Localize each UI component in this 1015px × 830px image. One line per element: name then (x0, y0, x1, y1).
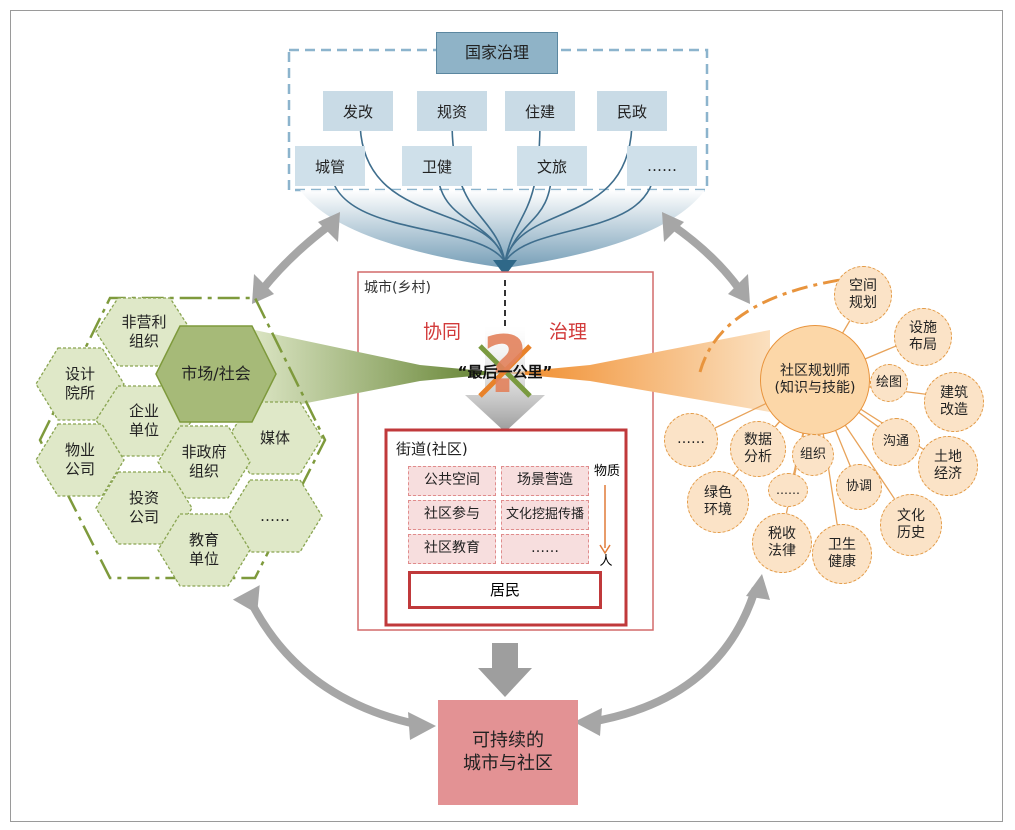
market-center-label: 市场/社会 (181, 364, 251, 383)
hex-property: 物业 公司 (64, 441, 95, 478)
govern-label: 治理 (548, 321, 587, 344)
skill-tax-law: 税收 法律 (752, 513, 812, 573)
last-mile-label: “最后一公里” (457, 362, 553, 381)
market-center-hex (155, 325, 277, 423)
planner-beam (505, 330, 770, 412)
skill-organization: 组织 (792, 434, 834, 476)
hex-ngo: 非政府 组织 (181, 443, 227, 480)
national-title: 国家治理 (436, 32, 558, 74)
skill-green-environment: 绿色 环境 (687, 471, 749, 533)
cycle-arrows (246, 221, 759, 729)
outcome-arrow (478, 643, 532, 697)
dept-fagai: 发改 (323, 91, 393, 131)
city-label: 城市(乡村) (364, 280, 431, 297)
hex-nonprofit: 非营利 组织 (121, 313, 167, 350)
dept-chengguan: 城管 (295, 146, 365, 186)
skill-building-renovation: 建筑 改造 (924, 372, 984, 432)
skill-more-outer: …… (664, 413, 718, 467)
cell-culture-mining: 文化挖掘传播 (501, 500, 589, 530)
question-mark: ? (482, 321, 528, 412)
dept-guizi: 规资 (417, 91, 487, 131)
outcome-box (438, 700, 578, 805)
funnel-fan (300, 190, 705, 268)
dept-wenlv: 文旅 (517, 146, 587, 186)
skill-drawing: 绘图 (870, 364, 908, 402)
skill-culture-history: 文化 历史 (880, 494, 942, 556)
skill-coordination: 协调 (836, 464, 882, 510)
cell-scene-building: 场景营造 (501, 466, 589, 496)
cell-public-space: 公共空间 (408, 466, 496, 496)
hex-enterprise: 企业 单位 (128, 402, 159, 439)
market-hexes (35, 297, 323, 587)
hex-more: …… (260, 506, 290, 525)
skill-land-economy: 土地 经济 (918, 436, 978, 496)
hex-education: 教育 单位 (188, 531, 219, 568)
dept-weijian: 卫健 (402, 146, 472, 186)
market-beam (245, 328, 505, 415)
dept-more: …… (627, 146, 697, 186)
cell-community-education: 社区教育 (408, 534, 496, 564)
scale-bottom-label: 人 (599, 553, 613, 569)
street-title: 街道(社区) (396, 439, 468, 458)
hex-investment: 投资 公司 (128, 489, 159, 526)
hex-media: 媒体 (259, 428, 290, 447)
market-hexagon (38, 296, 327, 580)
hex-design-institute: 设计 院所 (64, 365, 95, 402)
figure-frame (10, 10, 1003, 822)
outcome-label: 可持续的 城市与社区 (463, 730, 553, 774)
cell-community-participation: 社区参与 (408, 500, 496, 530)
dept-zhujian: 住建 (505, 91, 575, 131)
cell-more: …… (501, 534, 589, 564)
dept-minzheng: 民政 (597, 91, 667, 131)
planner-center: 社区规划师 (知识与技能) (760, 325, 870, 435)
skill-spatial-planning: 空间 规划 (834, 266, 892, 324)
skill-more-inner: …… (768, 473, 808, 507)
residents-box: 居民 (408, 571, 602, 609)
scale-top-label: 物质 (593, 463, 620, 479)
skill-facility-layout: 设施 布局 (894, 308, 952, 366)
skill-data-analysis: 数据 分析 (730, 421, 786, 477)
skill-health: 卫生 健康 (812, 524, 872, 584)
cooperate-label: 协同 (422, 321, 461, 344)
skill-communication: 沟通 (872, 418, 920, 466)
